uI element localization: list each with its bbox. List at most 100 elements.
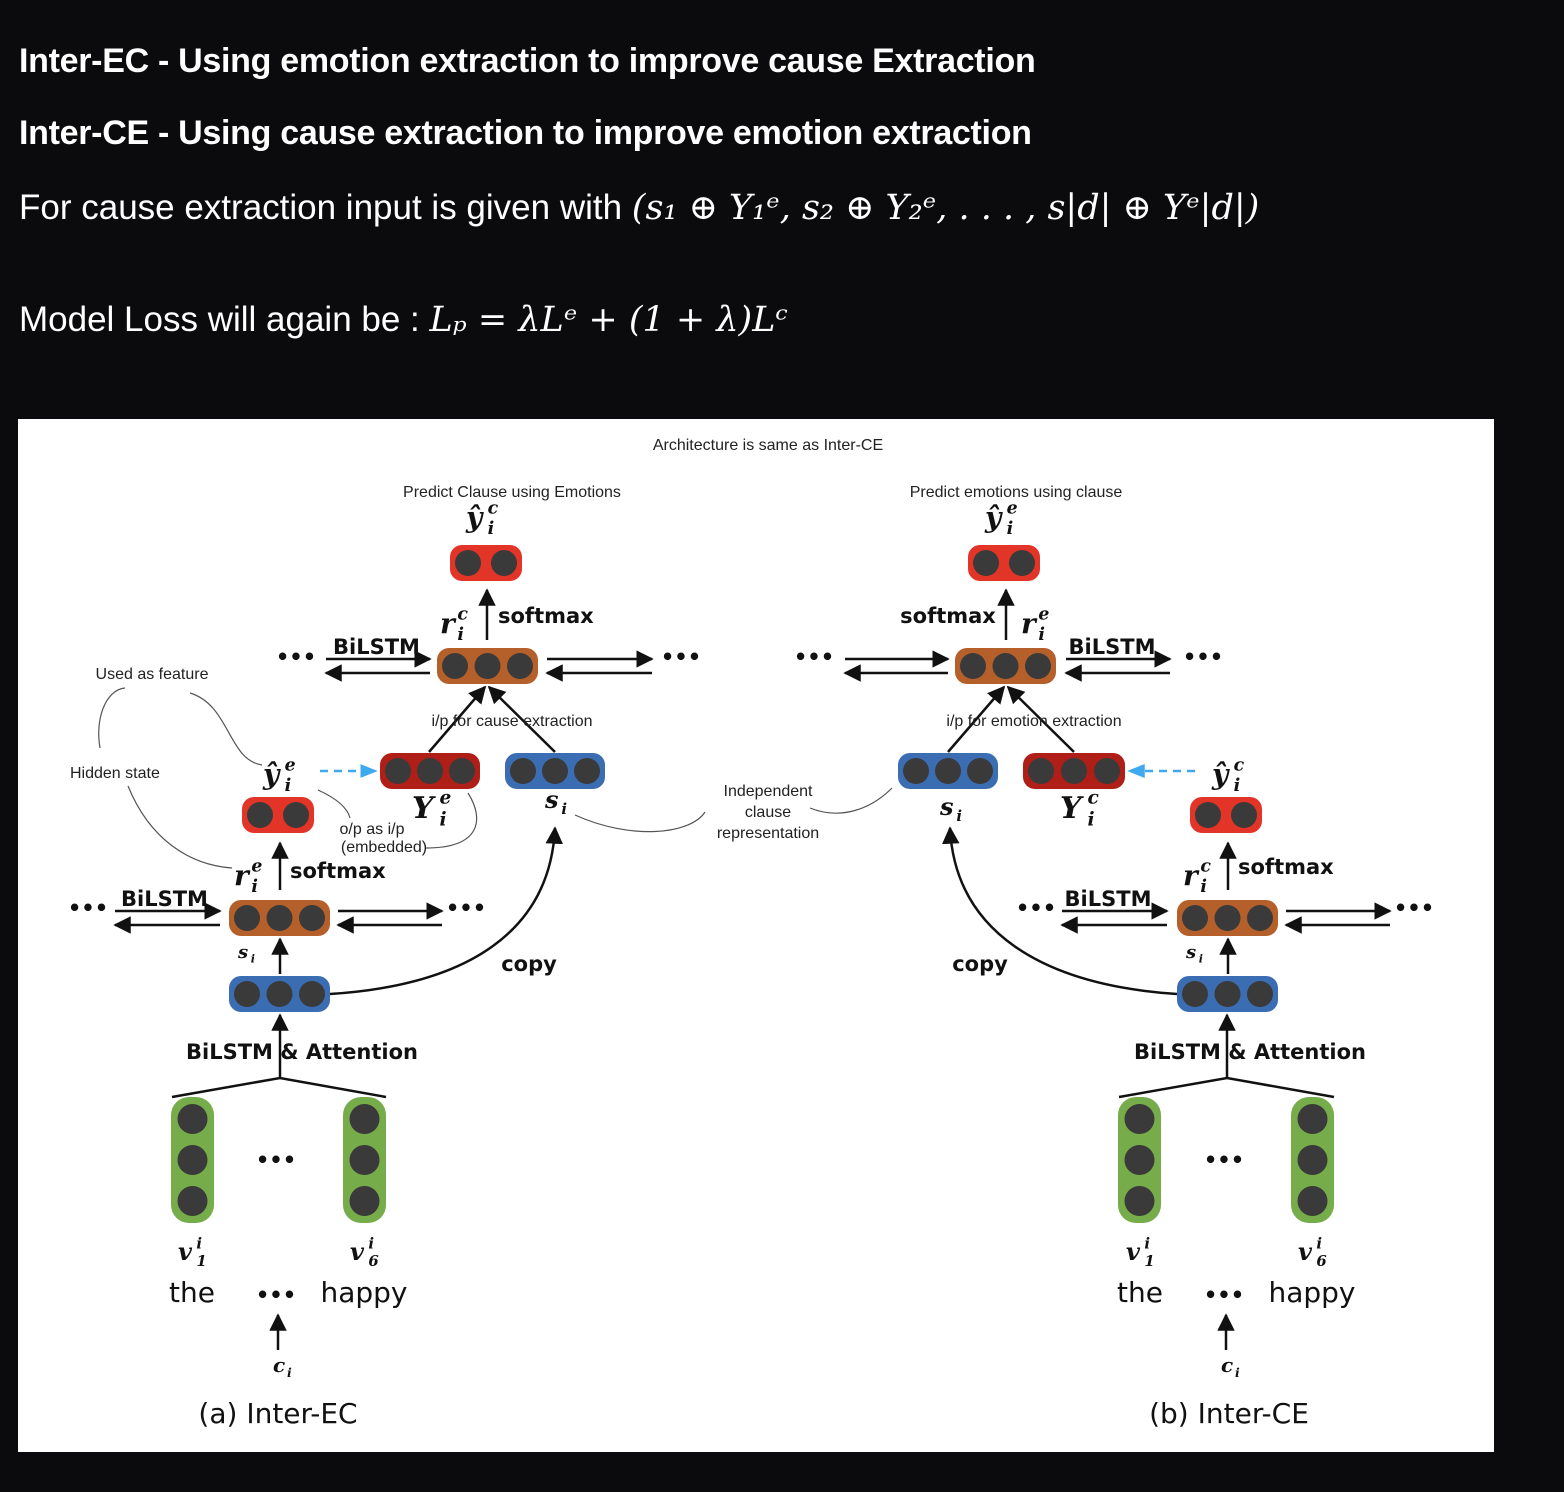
left-ellipsis-5: ••• xyxy=(256,1148,296,1172)
neuron-dot xyxy=(247,802,273,828)
neuron-dot xyxy=(574,758,600,784)
right-cause-output-unit xyxy=(1190,797,1262,833)
left-output-unit xyxy=(450,545,522,581)
right-s-i-small-base: s xyxy=(1185,942,1196,963)
right-clause-encoder-unit xyxy=(1177,976,1278,1012)
neuron-dot xyxy=(507,653,533,679)
left-ellipsis-6: ••• xyxy=(256,1283,296,1307)
right-r-e-base: r xyxy=(1021,607,1038,640)
right-ellipsis-6: ••• xyxy=(1204,1283,1244,1307)
neuron-dot xyxy=(349,1104,380,1134)
input-description: For cause extraction input is given with… xyxy=(19,188,1259,228)
neuron-dot xyxy=(903,758,929,784)
right-word-vector-1 xyxy=(1118,1097,1161,1223)
right-r-c-sup: c xyxy=(1200,857,1211,877)
independent-label-3: representation xyxy=(717,825,819,842)
neuron-dot xyxy=(935,758,961,784)
right-Y-c-base: Y xyxy=(1060,791,1084,826)
left-predict-label: Predict Clause using Emotions xyxy=(403,484,621,501)
loss-description-text: Model Loss will again be : xyxy=(19,300,430,339)
neuron-dot xyxy=(177,1186,208,1216)
heading-inter-ce: Inter-CE - Using cause extraction to imp… xyxy=(19,114,1032,152)
left-emotion-embedding-unit xyxy=(380,753,480,789)
neuron-dot xyxy=(1297,1104,1328,1134)
left-r-e-sup: e xyxy=(251,857,262,877)
right-ellipsis-1: ••• xyxy=(794,645,834,669)
neuron-dot xyxy=(491,550,517,576)
left-y-hat-c-sub: i xyxy=(488,519,495,539)
neuron-dot xyxy=(960,653,986,679)
right-y-hat-c-base: ŷ xyxy=(1211,758,1230,791)
right-s-i-sub: i xyxy=(956,807,962,825)
left-word-happy: happy xyxy=(320,1276,407,1309)
left-softmax-low: softmax xyxy=(290,859,386,883)
right-softmax-low: softmax xyxy=(1238,855,1334,879)
right-v6-base: v xyxy=(1298,1237,1313,1266)
neuron-dot xyxy=(1028,758,1054,784)
left-clause-encoder-unit xyxy=(229,976,330,1012)
neuron-dot xyxy=(177,1145,208,1175)
right-y-hat-c-sub: i xyxy=(1234,776,1241,796)
right-word-the: the xyxy=(1117,1276,1163,1309)
right-r-c-sub: i xyxy=(1200,877,1207,897)
neuron-dot xyxy=(266,981,293,1007)
right-copy-label: copy xyxy=(952,952,1008,976)
right-low-bilstm-unit xyxy=(1177,900,1278,936)
left-r-e-sub: i xyxy=(251,877,258,897)
neuron-dot xyxy=(177,1104,208,1134)
neuron-dot xyxy=(1231,802,1257,828)
connectors xyxy=(113,588,1392,1350)
neuron-dot xyxy=(349,1145,380,1175)
right-ellipsis-3: ••• xyxy=(1016,896,1056,920)
neuron-dot xyxy=(385,758,411,784)
left-s-i-small-sub: i xyxy=(251,953,255,966)
right-Y-c-sup: c xyxy=(1088,788,1100,809)
right-softmax-top: softmax xyxy=(900,604,996,628)
neuron-dot xyxy=(449,758,475,784)
right-bilstm-attention: BiLSTM & Attention xyxy=(1134,1040,1366,1064)
neuron-dot xyxy=(349,1186,380,1216)
left-r-e-base: r xyxy=(234,859,251,892)
left-bilstm-top: BiLSTM xyxy=(333,635,420,659)
neuron-dot xyxy=(542,758,568,784)
right-clause-repr-unit xyxy=(898,753,998,789)
left-caption: (a) Inter-EC xyxy=(198,1397,357,1430)
neuron-dot xyxy=(417,758,443,784)
neuron-dot xyxy=(455,550,481,576)
right-s-i-small-sub: i xyxy=(1199,953,1203,966)
left-Y-e-sub: i xyxy=(440,810,447,831)
right-c-i-base: c xyxy=(1221,1353,1233,1377)
neuron-dot xyxy=(1247,905,1273,931)
right-s-i-base: s xyxy=(939,792,954,821)
left-Y-e-sup: e xyxy=(440,788,452,809)
neuron-dot xyxy=(1182,981,1208,1007)
neuron-dot xyxy=(1124,1145,1155,1175)
neuron-dot xyxy=(299,905,325,931)
left-v6-sub: 6 xyxy=(368,1252,378,1270)
left-word-vector-6 xyxy=(343,1097,386,1223)
left-y-hat-e-sup: e xyxy=(285,756,296,776)
right-caption: (b) Inter-CE xyxy=(1149,1397,1309,1430)
neuron-dot xyxy=(234,981,260,1007)
left-ellipsis-2: ••• xyxy=(661,645,701,669)
left-bilstm-attention: BiLSTM & Attention xyxy=(186,1040,418,1064)
embedded-label: (embedded) xyxy=(341,839,427,856)
independent-label-2: clause xyxy=(745,804,791,821)
left-y-hat-c-sup: c xyxy=(488,499,499,519)
neuron-dot xyxy=(1124,1104,1155,1134)
left-ellipsis-1: ••• xyxy=(276,645,316,669)
neuron-dot xyxy=(1025,653,1051,679)
